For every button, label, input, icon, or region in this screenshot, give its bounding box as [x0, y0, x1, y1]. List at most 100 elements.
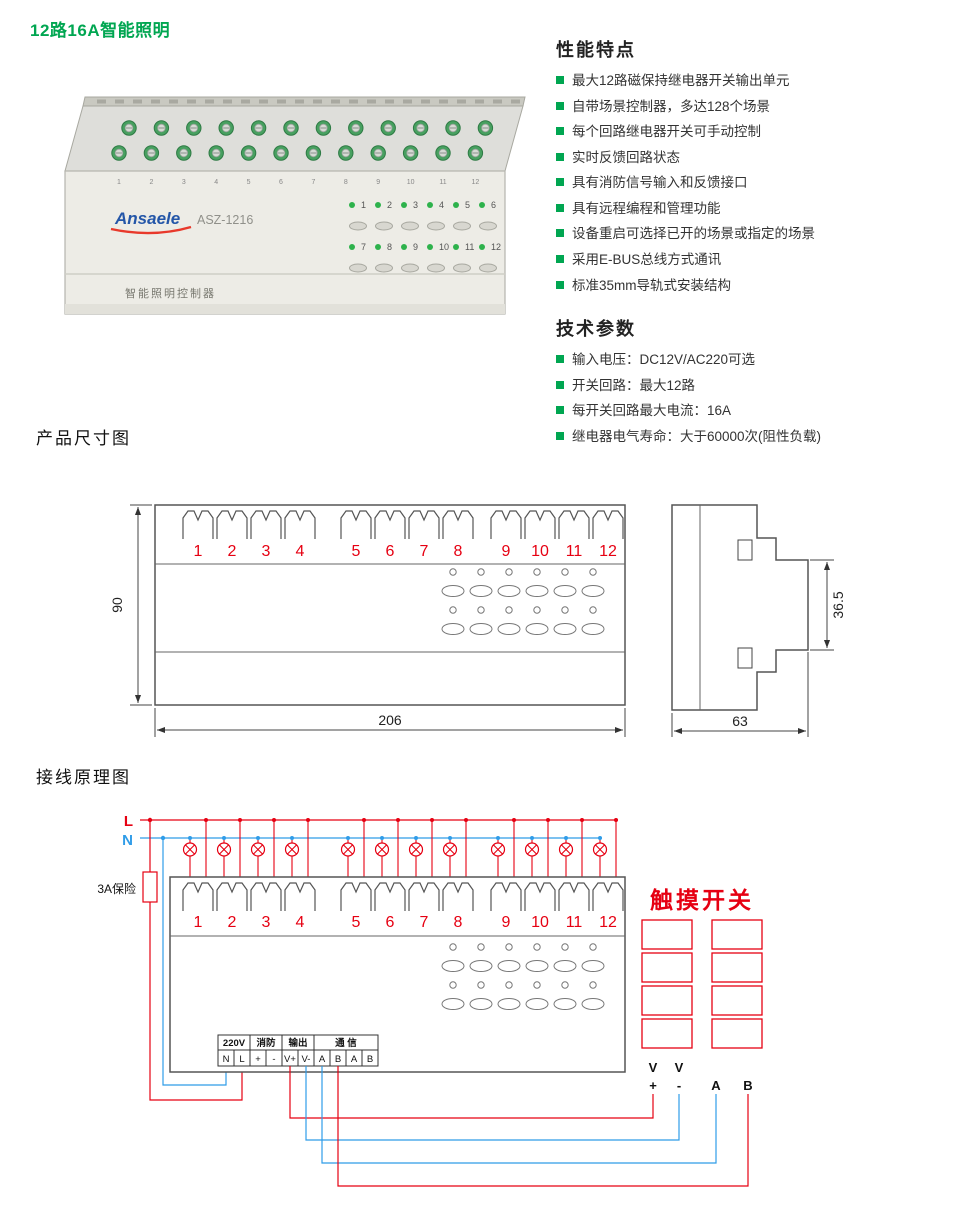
height-dimension: 90 [109, 504, 152, 706]
terminal-tab [216, 882, 248, 911]
lamp-cross [253, 844, 263, 855]
button-oval [553, 960, 577, 972]
page-title: 12路16A智能照明 [30, 21, 171, 40]
features-list: 最大12路磁保持继电器开关输出单元自带场景控制器，多达128个场景每个回路继电器… [556, 71, 954, 295]
led-indicator [427, 244, 433, 250]
led-number: 8 [387, 242, 392, 252]
junction-dot [272, 818, 276, 822]
switch-button [641, 1018, 693, 1049]
brand-logo: Ansaele [114, 209, 180, 228]
led-dot [449, 981, 457, 989]
vent-slot [151, 99, 160, 104]
led-indicator [349, 202, 355, 208]
junction-dot [346, 836, 350, 840]
channel-number: 4 [296, 543, 305, 560]
led-dot [589, 606, 597, 614]
channel-number: 5 [352, 914, 361, 931]
switch-button [711, 985, 763, 1016]
spec-item-text: 输入电压：DC12V/AC220可选 [572, 352, 756, 368]
terminal-tab [374, 882, 406, 911]
side-view [671, 504, 809, 711]
vent-slot [457, 99, 466, 104]
lamp-cross [411, 844, 421, 855]
terminal-number: 10 [407, 179, 415, 186]
terminal-screws [111, 120, 494, 161]
switch-button [711, 952, 763, 983]
channel-button [401, 221, 419, 231]
led-number: 10 [439, 242, 449, 252]
channel-number: 11 [566, 543, 583, 560]
touch-switch-grid [641, 919, 763, 1049]
junction-dot [614, 818, 618, 822]
terminal-tab [558, 882, 590, 911]
button-oval [469, 585, 493, 597]
terminal-number: 6 [279, 179, 283, 186]
specs-list: 输入电压：DC12V/AC220可选开关回路：最大12路每开关回路最大电流：16… [556, 350, 954, 446]
switch-terminal-b: B [743, 1078, 752, 1093]
channel-number: 7 [420, 914, 429, 931]
spec-item-text: 开关回路：最大12路 [572, 377, 696, 393]
switch-button [641, 919, 693, 950]
bullet-square-icon [556, 355, 564, 364]
channel-number: 12 [599, 543, 617, 560]
vent-slot [421, 99, 430, 104]
feature-item: 采用E-BUS总线方式通讯 [556, 250, 954, 270]
vplus-wire [289, 1066, 654, 1119]
button-oval [553, 585, 577, 597]
led-dot [449, 606, 457, 614]
spec-item-text: 继电器电气寿命：大于60000次(阻性负载) [572, 428, 822, 444]
terminal-tab [374, 510, 406, 539]
junction-dot [380, 836, 384, 840]
feature-item-text: 自带场景控制器，多达128个场景 [572, 98, 771, 114]
vent-slot [349, 99, 358, 104]
terminal-tab [340, 882, 372, 911]
channel-button [479, 221, 497, 231]
depth-dim-label: 63 [732, 713, 748, 729]
feature-item-text: 每个回路继电器开关可手动控制 [572, 124, 761, 140]
specs-heading: 技术参数 [556, 319, 636, 340]
junction-dot [530, 836, 534, 840]
channel-number: 6 [386, 914, 395, 931]
junction-dot [414, 836, 418, 840]
led-dot [533, 981, 541, 989]
product-label: 智能照明控制器 [125, 286, 216, 300]
led-number: 5 [465, 200, 470, 210]
channel-number: 7 [420, 543, 429, 560]
button-oval [581, 998, 605, 1010]
terminal-tab [182, 882, 214, 911]
led-number: 12 [491, 242, 501, 252]
vent-slot [187, 99, 196, 104]
junction-dot [147, 817, 153, 823]
bullet-square-icon [556, 178, 564, 187]
junction-dot [238, 818, 242, 822]
bullet-square-icon [556, 76, 564, 84]
lamp-cross [595, 844, 605, 855]
neutral-line-label: N [122, 832, 133, 849]
led-dot [561, 568, 569, 576]
bus-b-wire [337, 1066, 749, 1187]
led-indicator [453, 202, 459, 208]
terminal-tab [250, 510, 282, 539]
button-oval [497, 585, 521, 597]
switch-button [641, 952, 693, 983]
feature-item: 标准35mm导轨式安装结构 [556, 276, 954, 296]
terminal-cell-label: B [367, 1054, 373, 1065]
button-oval [469, 998, 493, 1010]
led-number: 11 [465, 242, 474, 252]
led-dot [505, 606, 513, 614]
vent-slot [439, 99, 448, 104]
led-dot [505, 943, 513, 951]
channel-number: 2 [228, 543, 237, 560]
channel-button [427, 263, 445, 273]
led-dot [477, 568, 485, 576]
channel-number: 8 [454, 543, 463, 560]
junction-dot [512, 818, 516, 822]
terminal-tab [182, 510, 214, 539]
led-indicator [427, 202, 433, 208]
terminal-number: 4 [214, 179, 218, 186]
bullet-square-icon [556, 203, 564, 212]
led-dot [561, 981, 569, 989]
